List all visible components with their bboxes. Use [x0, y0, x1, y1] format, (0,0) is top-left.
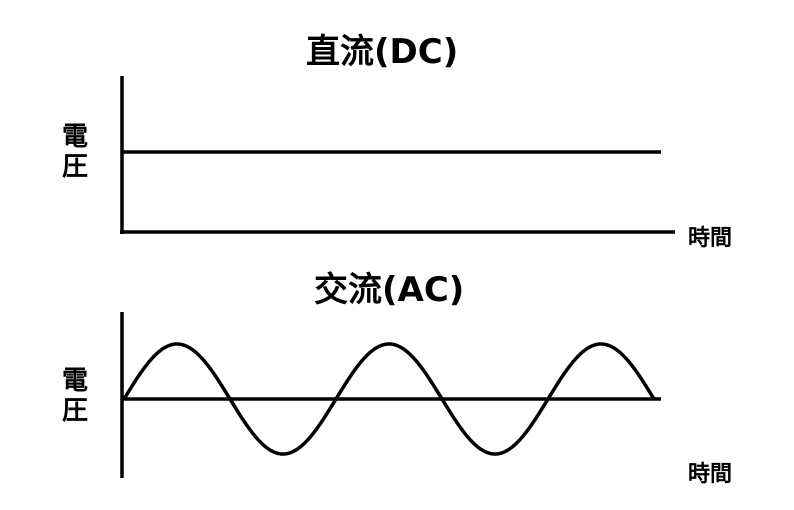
ac-xlabel: 時間 [688, 462, 733, 487]
dc-ylabel-bottom: 圧 [61, 152, 88, 182]
ac-ylabel-top: 電 [61, 366, 88, 396]
ac-title: 交流(AC) [314, 270, 465, 310]
dc-title: 直流(DC) [306, 32, 459, 72]
ac-ylabel-bottom: 圧 [61, 396, 88, 426]
ac-sine-wave [122, 342, 656, 456]
dc-xlabel: 時間 [688, 226, 733, 251]
dc-ylabel-top: 電 [61, 122, 88, 152]
